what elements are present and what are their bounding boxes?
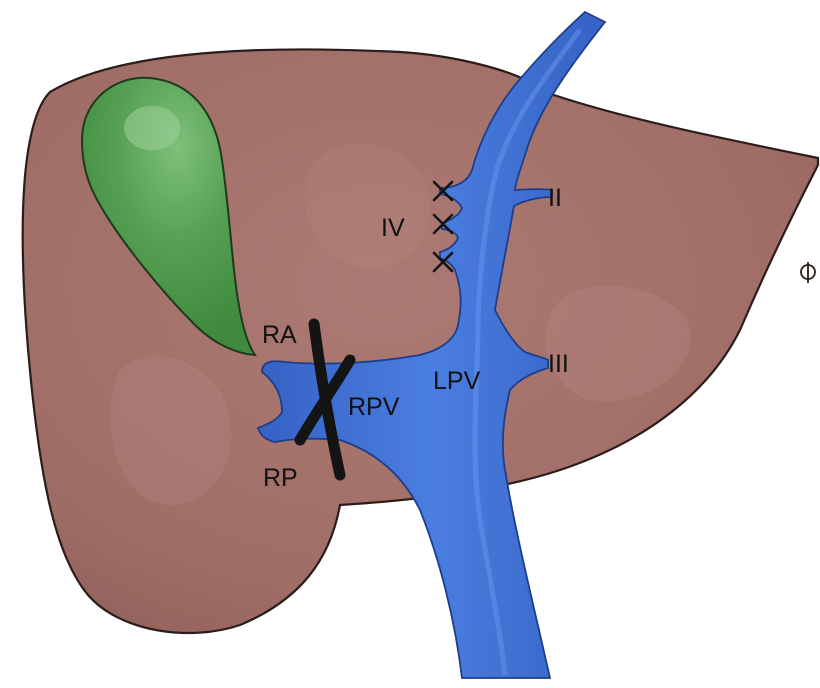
label-segment-ii: II (548, 186, 562, 211)
edge-mark-icon (801, 262, 815, 283)
label-right-posterior: RP (263, 466, 298, 491)
label-segment-iii: III (548, 352, 569, 377)
label-left-portal-vein: LPV (433, 369, 480, 394)
label-segment-iv: IV (381, 216, 405, 241)
label-right-portal-vein: RPV (348, 395, 399, 420)
label-right-anterior: RA (262, 323, 297, 348)
gallbladder-highlight (124, 106, 180, 150)
